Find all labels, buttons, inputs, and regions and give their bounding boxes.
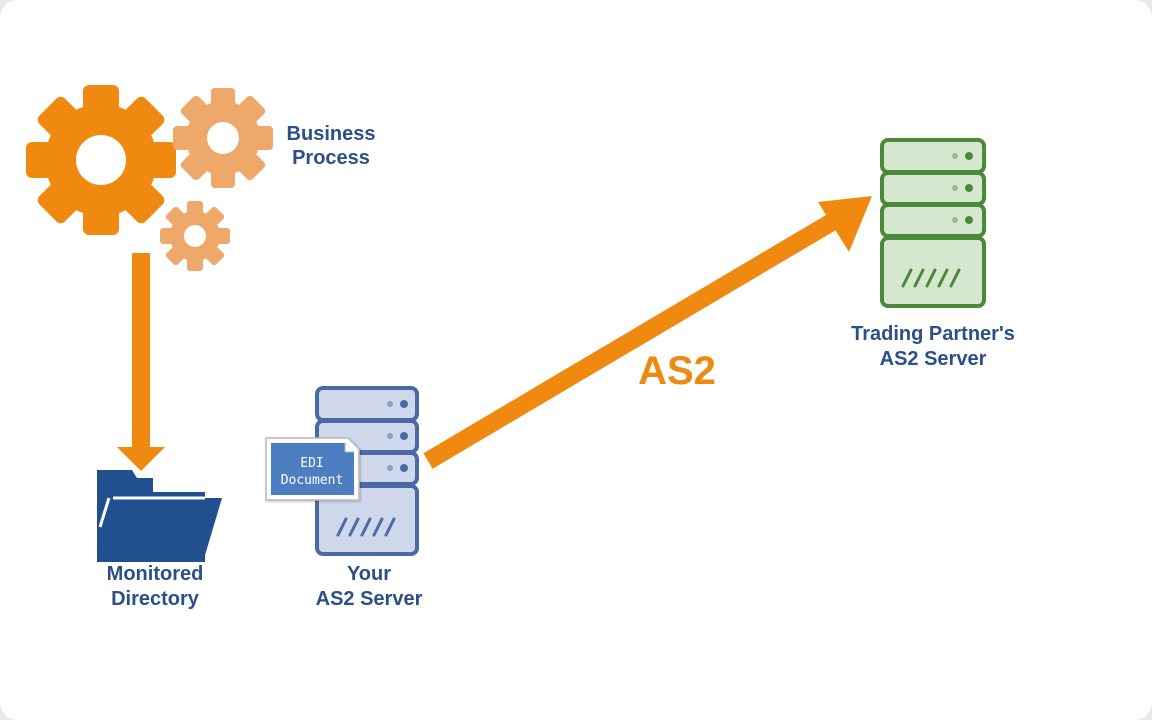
down-arrow (117, 253, 165, 471)
partner-server-icon (880, 138, 986, 308)
small-gear-icon (160, 201, 230, 271)
your-server-label-line2: AS2 Server (316, 588, 423, 610)
monitored-directory-label-line1: Monitored (107, 563, 204, 585)
medium-gear-icon (173, 88, 273, 188)
business-process-label-line2: Process (292, 147, 370, 169)
monitored-directory-label-line2: Directory (111, 588, 200, 610)
folder-icon (97, 470, 222, 562)
edi-document-label-line2: Document (281, 473, 344, 488)
as2-protocol-label: AS2 (638, 349, 716, 393)
your-server-label-line1: Your (347, 563, 391, 585)
edi-document-label-line1: EDI (300, 456, 323, 471)
large-gear-icon (26, 85, 176, 235)
partner-server-label-line2: AS2 Server (880, 348, 987, 370)
business-process-gears (26, 85, 273, 271)
business-process-label-line1: Business (287, 123, 376, 145)
partner-server-label-line1: Trading Partner's (851, 323, 1015, 345)
edi-document-icon (265, 437, 360, 501)
as2-transfer-arrow (423, 196, 872, 469)
